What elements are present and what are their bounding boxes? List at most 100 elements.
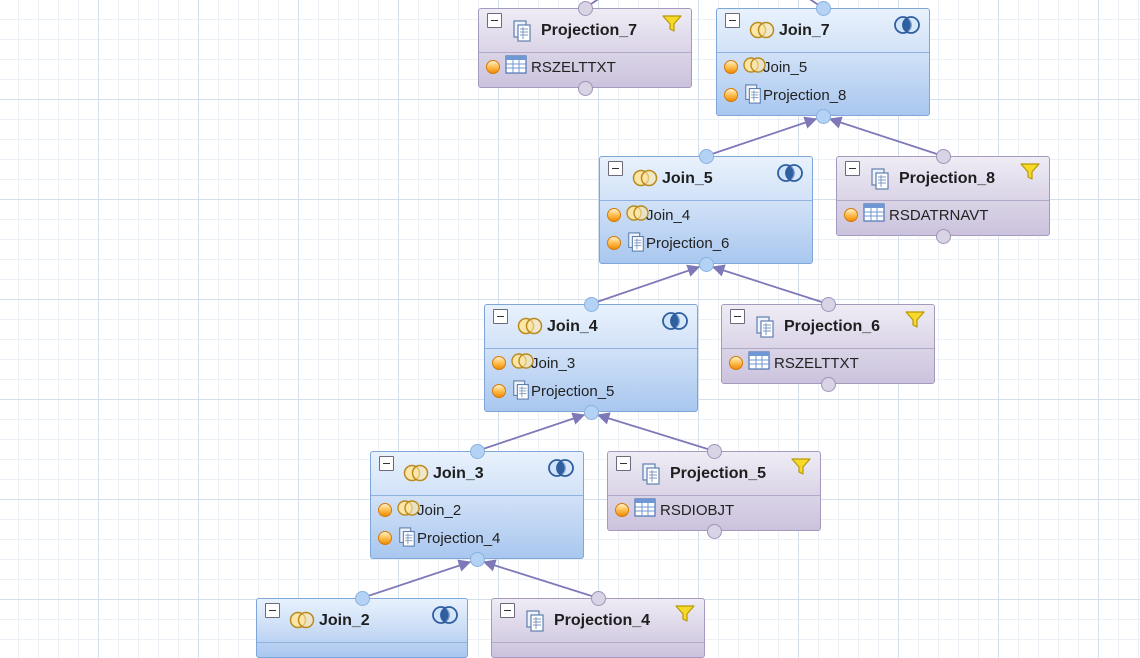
input-row[interactable]: RSDIOBJT bbox=[608, 496, 820, 524]
filter-icon[interactable] bbox=[661, 14, 683, 39]
input-row[interactable]: Join_4 bbox=[600, 201, 812, 229]
input-row[interactable]: Join_2 bbox=[371, 496, 583, 524]
input-port[interactable] bbox=[707, 524, 722, 539]
input-row[interactable]: RSZELTTXT bbox=[722, 349, 934, 377]
join-icon bbox=[632, 168, 658, 193]
input-port[interactable] bbox=[936, 229, 951, 244]
projection-icon bbox=[397, 526, 417, 553]
input-port[interactable] bbox=[816, 109, 831, 124]
filter-icon[interactable] bbox=[904, 310, 926, 335]
input-port-icon bbox=[724, 88, 738, 102]
projection-icon bbox=[626, 231, 646, 258]
output-port[interactable] bbox=[578, 1, 593, 16]
output-port[interactable] bbox=[707, 444, 722, 459]
collapse-button[interactable] bbox=[730, 309, 745, 324]
output-port[interactable] bbox=[821, 297, 836, 312]
node-projection-8[interactable]: Projection_8 RSDATRNAVT bbox=[836, 156, 1050, 236]
input-row[interactable]: Join_3 bbox=[485, 349, 697, 377]
input-label: Projection_4 bbox=[417, 530, 501, 547]
edge-join_4-to-join_5[interactable] bbox=[590, 264, 701, 305]
input-row[interactable]: Join_5 bbox=[717, 53, 929, 81]
input-port-icon bbox=[492, 384, 506, 398]
input-port-icon bbox=[378, 531, 392, 545]
node-join-3[interactable]: Join_3 Join_2 Projection_4 bbox=[370, 451, 584, 559]
input-port-icon bbox=[486, 60, 500, 74]
collapse-button[interactable] bbox=[500, 603, 515, 618]
output-port[interactable] bbox=[584, 297, 599, 312]
input-port-icon bbox=[378, 503, 392, 517]
edge-projection_8-to-join_7[interactable] bbox=[828, 116, 944, 157]
output-port[interactable] bbox=[591, 591, 606, 606]
input-port-icon bbox=[492, 356, 506, 370]
collapse-button[interactable] bbox=[487, 13, 502, 28]
node-title: Join_2 bbox=[319, 612, 370, 629]
connector-layer bbox=[361, 0, 944, 599]
node-join-7[interactable]: Join_7 Join_5 Projection_8 bbox=[716, 8, 930, 116]
collapse-button[interactable] bbox=[608, 161, 623, 176]
filter-icon[interactable] bbox=[674, 604, 696, 629]
edge-projection_5-to-join_4[interactable] bbox=[596, 412, 715, 452]
input-port[interactable] bbox=[578, 81, 593, 96]
table-icon bbox=[505, 55, 527, 80]
join-icon bbox=[397, 498, 421, 523]
edge-join_3-to-join_4[interactable] bbox=[476, 412, 586, 452]
collapse-button[interactable] bbox=[493, 309, 508, 324]
node-join-2[interactable]: Join_2 bbox=[256, 598, 468, 658]
collapse-button[interactable] bbox=[616, 456, 631, 471]
input-port[interactable] bbox=[699, 257, 714, 272]
input-port-icon bbox=[724, 60, 738, 74]
collapse-button[interactable] bbox=[845, 161, 860, 176]
node-projection-7[interactable]: Projection_7 RSZELTTXT bbox=[478, 8, 692, 88]
collapse-button[interactable] bbox=[379, 456, 394, 471]
projection-icon bbox=[743, 83, 763, 110]
node-title: Projection_5 bbox=[670, 465, 767, 482]
table-icon bbox=[634, 498, 656, 523]
inner-join-type-icon[interactable] bbox=[661, 310, 689, 337]
output-port[interactable] bbox=[816, 1, 831, 16]
filter-icon[interactable] bbox=[1019, 162, 1041, 187]
output-port[interactable] bbox=[699, 149, 714, 164]
node-join-4[interactable]: Join_4 Join_3 Projection_5 bbox=[484, 304, 698, 412]
inner-join-type-icon[interactable] bbox=[893, 14, 921, 41]
collapse-button[interactable] bbox=[265, 603, 280, 618]
inner-join-type-icon[interactable] bbox=[547, 457, 575, 484]
input-row[interactable]: Projection_8 bbox=[717, 81, 929, 109]
output-port[interactable] bbox=[936, 149, 951, 164]
input-label: RSZELTTXT bbox=[774, 355, 859, 372]
projection-icon bbox=[524, 610, 546, 637]
input-row[interactable]: RSZELTTXT bbox=[479, 53, 691, 81]
inner-join-type-icon[interactable] bbox=[431, 604, 459, 631]
node-projection-6[interactable]: Projection_6 RSZELTTXT bbox=[721, 304, 935, 384]
input-row[interactable]: RSDATRNAVT bbox=[837, 201, 1049, 229]
edge-join_2-to-join_3[interactable] bbox=[361, 559, 472, 599]
node-projection-4[interactable]: Projection_4 bbox=[491, 598, 705, 658]
input-port[interactable] bbox=[470, 552, 485, 567]
input-port-icon bbox=[729, 356, 743, 370]
input-label: RSZELTTXT bbox=[531, 59, 616, 76]
edge-join_5-to-join_7[interactable] bbox=[705, 116, 818, 157]
node-title: Projection_8 bbox=[899, 170, 996, 187]
input-row[interactable]: Projection_6 bbox=[600, 229, 812, 257]
input-label: RSDATRNAVT bbox=[889, 207, 989, 224]
input-row[interactable]: Projection_5 bbox=[485, 377, 697, 405]
collapse-button[interactable] bbox=[725, 13, 740, 28]
node-title: Join_3 bbox=[433, 465, 484, 482]
input-port[interactable] bbox=[821, 377, 836, 392]
input-port[interactable] bbox=[584, 405, 599, 420]
input-label: Join_2 bbox=[417, 502, 462, 519]
edge-projection_6-to-join_5[interactable] bbox=[711, 264, 829, 305]
table-icon bbox=[748, 351, 770, 376]
input-label: RSDIOBJT bbox=[660, 502, 735, 519]
filter-icon[interactable] bbox=[790, 457, 812, 482]
node-projection-5[interactable]: Projection_5 RSDIOBJT bbox=[607, 451, 821, 531]
output-port[interactable] bbox=[355, 591, 370, 606]
output-port[interactable] bbox=[470, 444, 485, 459]
node-join-5[interactable]: Join_5 Join_4 Projection_6 bbox=[599, 156, 813, 264]
input-row[interactable]: Projection_4 bbox=[371, 524, 583, 552]
input-label: Projection_5 bbox=[531, 383, 615, 400]
input-port-icon bbox=[607, 208, 621, 222]
inner-join-type-icon[interactable] bbox=[776, 162, 804, 189]
node-title: Projection_6 bbox=[784, 318, 881, 335]
input-label: Join_5 bbox=[763, 59, 808, 76]
edge-projection_4-to-join_3[interactable] bbox=[482, 559, 599, 599]
